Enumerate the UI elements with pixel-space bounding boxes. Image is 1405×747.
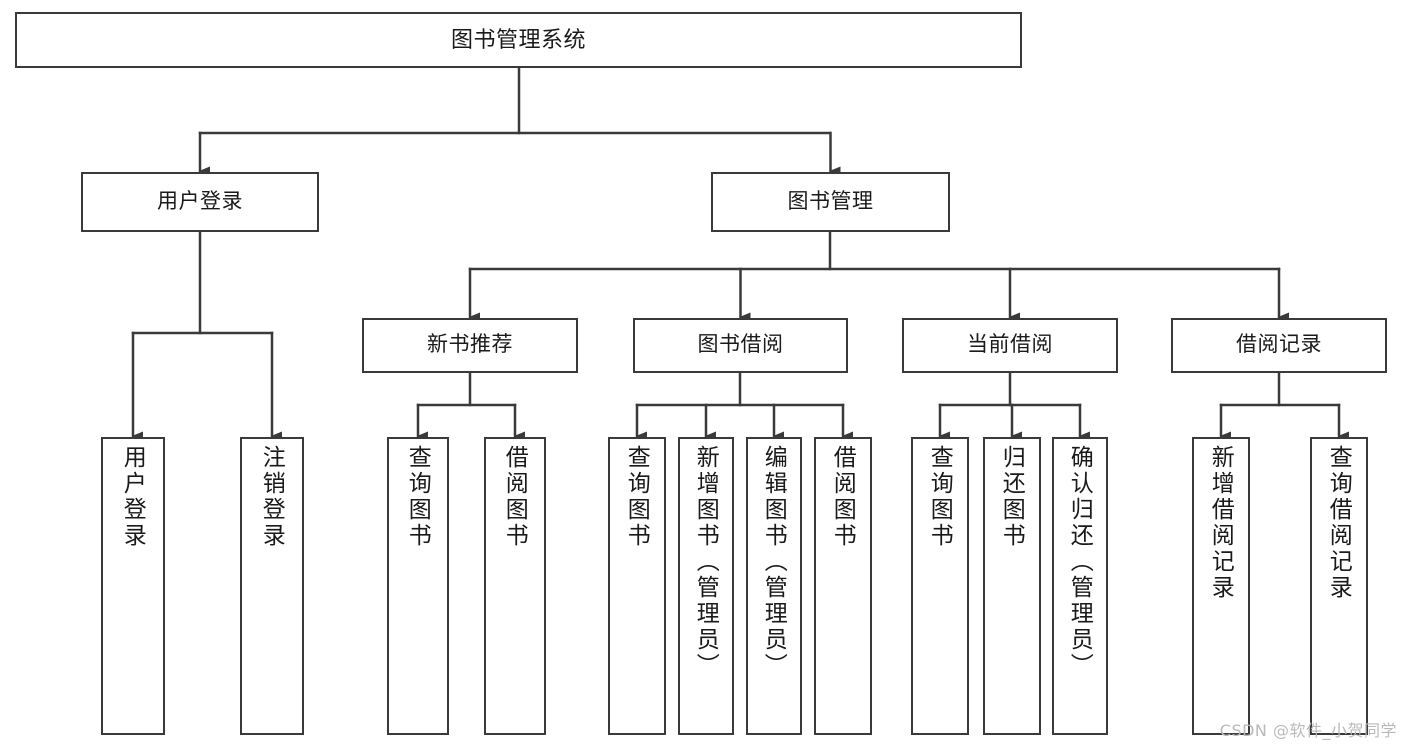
- node-current-borrow[interactable]: 当前借阅: [902, 318, 1118, 373]
- node-leaf-add-book-admin[interactable]: 新增图书（管理员）: [678, 437, 734, 735]
- node-leaf-return-book[interactable]: 归还图书: [983, 437, 1041, 735]
- node-leaf-add-borrow-record[interactable]: 新增借阅记录: [1192, 437, 1250, 735]
- node-label-leaf-edit-book-admin: 编辑图书（管理员）: [761, 445, 788, 679]
- node-label-leaf-borrow-book: 借阅图书: [830, 445, 857, 549]
- node-label-leaf-query-book-current: 查询图书: [927, 445, 954, 549]
- node-label-book-manage: 图书管理: [787, 189, 874, 213]
- node-label-leaf-query-book-borrow: 查询图书: [624, 445, 651, 549]
- node-book-manage[interactable]: 图书管理: [711, 172, 950, 232]
- node-leaf-query-book-rec[interactable]: 查询图书: [387, 437, 449, 735]
- node-leaf-borrow-book[interactable]: 借阅图书: [814, 437, 872, 735]
- node-leaf-query-borrow-record[interactable]: 查询借阅记录: [1310, 437, 1368, 735]
- node-user-login[interactable]: 用户登录: [81, 172, 319, 232]
- node-root[interactable]: 图书管理系统: [15, 12, 1022, 68]
- node-label-leaf-return-book: 归还图书: [999, 445, 1026, 549]
- node-book-borrow[interactable]: 图书借阅: [633, 318, 848, 373]
- node-leaf-query-book-borrow[interactable]: 查询图书: [608, 437, 666, 735]
- node-borrow-record[interactable]: 借阅记录: [1171, 318, 1387, 373]
- watermark-text: CSDN @软件_小贺同学: [1219, 721, 1397, 740]
- node-label-root: 图书管理系统: [450, 27, 586, 53]
- node-label-leaf-confirm-return-admin: 确认归还（管理员）: [1067, 445, 1094, 679]
- node-leaf-user-login[interactable]: 用户登录: [101, 437, 165, 735]
- node-leaf-query-book-current[interactable]: 查询图书: [911, 437, 969, 735]
- node-leaf-edit-book-admin[interactable]: 编辑图书（管理员）: [746, 437, 802, 735]
- node-label-leaf-query-borrow-record: 查询借阅记录: [1326, 445, 1353, 601]
- node-label-leaf-add-book-admin: 新增图书（管理员）: [693, 445, 720, 679]
- node-label-user-login: 用户登录: [157, 189, 243, 213]
- node-label-current-borrow: 当前借阅: [967, 333, 1053, 357]
- node-new-book-recommend[interactable]: 新书推荐: [362, 318, 578, 373]
- node-label-leaf-user-login: 用户登录: [120, 445, 147, 549]
- edge-group: [131, 66, 1349, 441]
- node-label-leaf-logout: 注销登录: [259, 445, 286, 549]
- node-label-book-borrow: 图书借阅: [697, 333, 784, 357]
- node-leaf-borrow-book-rec[interactable]: 借阅图书: [484, 437, 546, 735]
- node-leaf-confirm-return-admin[interactable]: 确认归还（管理员）: [1052, 437, 1108, 735]
- node-label-new-book-recommend: 新书推荐: [427, 333, 513, 357]
- node-label-leaf-add-borrow-record: 新增借阅记录: [1208, 445, 1235, 601]
- node-label-leaf-borrow-book-rec: 借阅图书: [502, 445, 529, 549]
- node-leaf-logout[interactable]: 注销登录: [240, 437, 304, 735]
- node-label-leaf-query-book-rec: 查询图书: [405, 445, 432, 549]
- node-label-borrow-record: 借阅记录: [1236, 333, 1322, 357]
